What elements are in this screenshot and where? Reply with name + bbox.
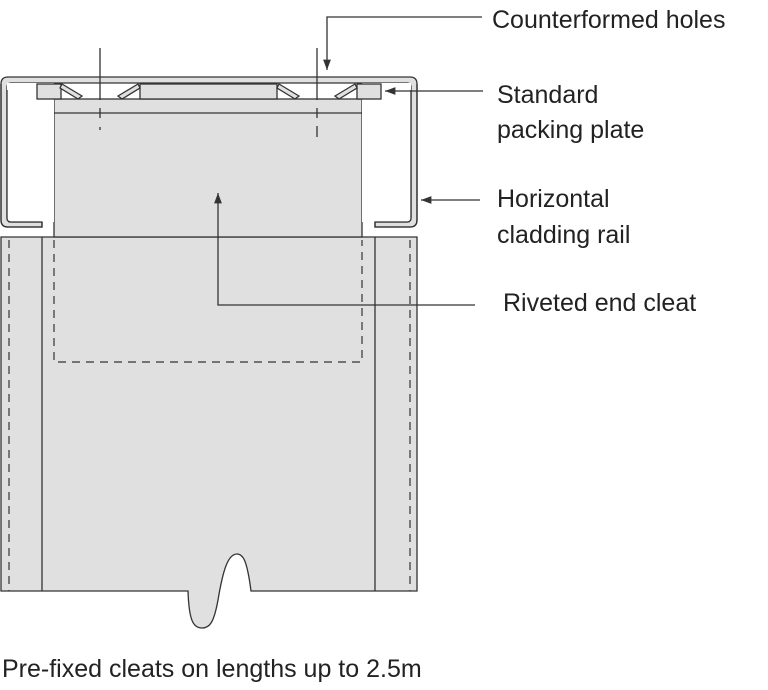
label-rail-1: Horizontal: [497, 185, 610, 213]
label-packing-plate-2: packing plate: [497, 116, 644, 144]
packing-plate-left: [36, 83, 62, 100]
counterformed-tab: [276, 83, 301, 100]
counterformed-tab: [116, 83, 141, 100]
label-end-cleat: Riveted end cleat: [503, 289, 696, 317]
packing-plate-center: [139, 83, 278, 100]
cladding-panel: [0, 236, 418, 629]
label-packing-plate-1: Standard: [497, 81, 598, 109]
counterformed-tab: [333, 83, 358, 100]
label-rail-2: cladding rail: [497, 221, 630, 249]
packing-plate-right: [356, 83, 382, 100]
cleat-hidden-outline: [53, 240, 363, 363]
leader-counterformed-holes: [323, 16, 482, 70]
leader-end-cleat: [214, 193, 475, 306]
counterformed-tab: [59, 83, 84, 100]
label-counterformed-holes: Counterformed holes: [492, 6, 725, 34]
caption: Pre-fixed cleats on lengths up to 2.5m: [2, 655, 422, 683]
end-cleat: [53, 98, 363, 238]
